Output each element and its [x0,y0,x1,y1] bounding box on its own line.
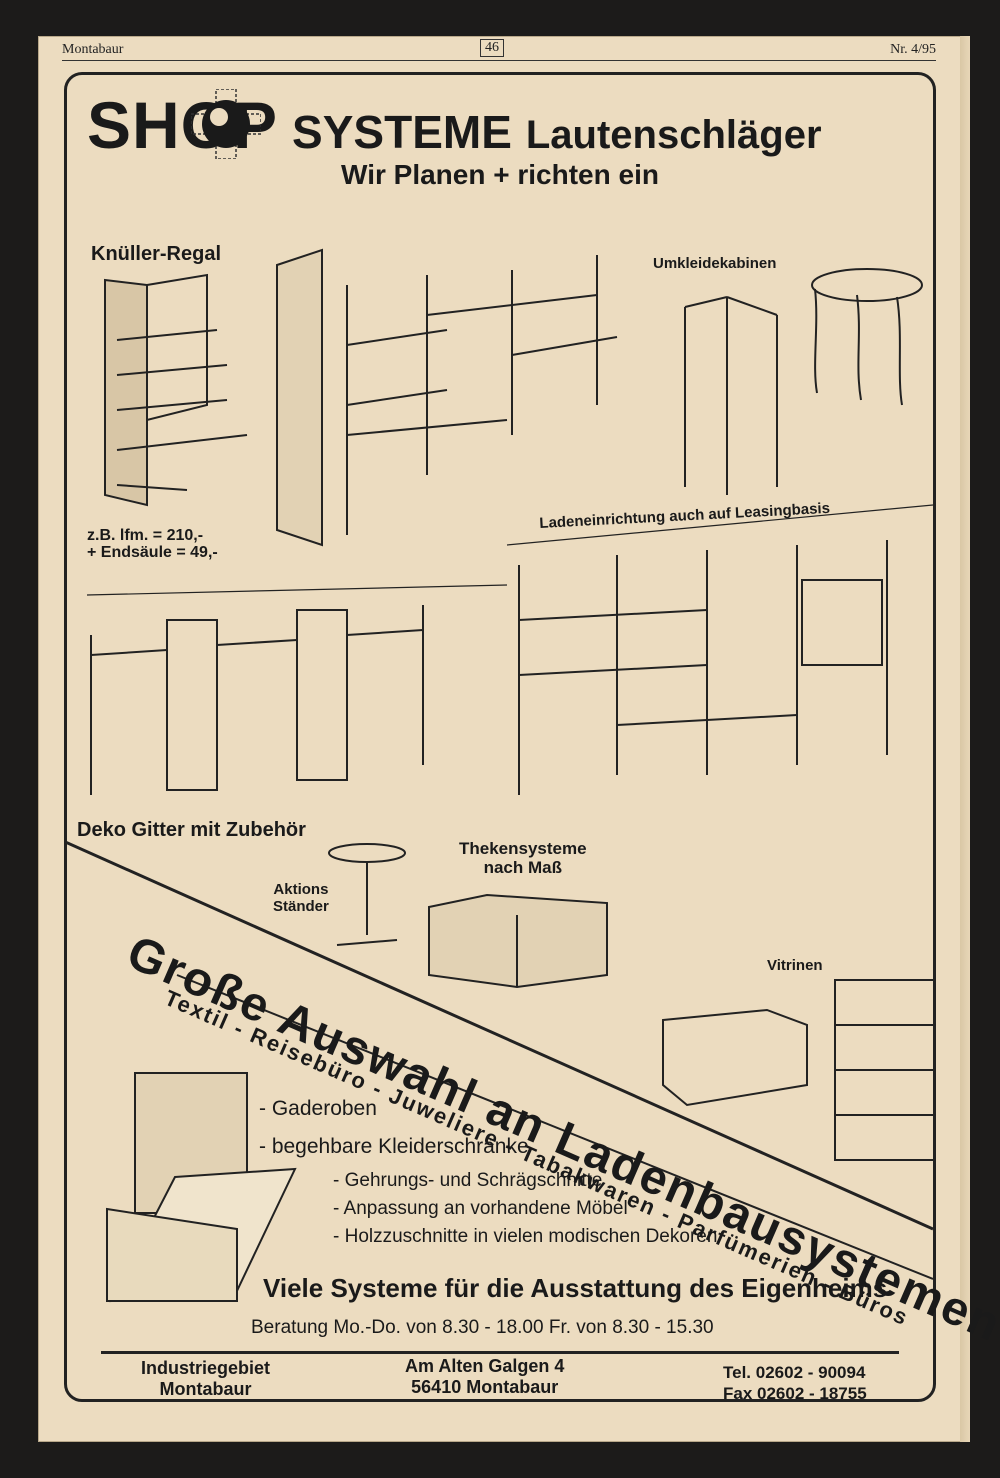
banner-diagonal-bottom [176,974,933,1280]
page-number: 46 [480,39,504,57]
page-edge [960,36,970,1442]
contact-footer: Industriegebiet Montabaur Am Alten Galge… [101,1351,899,1403]
area-line-2: Montabaur [159,1379,252,1399]
label-vitrinen: Vitrinen [767,957,823,974]
deko-gitter-illustration [90,605,424,795]
feature-item: - Anpassung an vorhandene Möbel [333,1198,628,1219]
fitting-room-illustration [684,268,923,495]
shelf-illustration [104,273,248,507]
slogan: Viele Systeme für die Ausstattung des Ei… [263,1273,888,1303]
price-line-2: + Endsäule = 49,- [87,544,218,561]
city: 56410 Montabaur [411,1377,559,1397]
tagline: Wir Planen + richten ein [341,159,659,190]
theken-line-1: Thekensysteme [459,839,587,858]
vitrine-illustration [662,979,933,1161]
feature-item: - Gaderoben [259,1097,377,1120]
price-info: z.B. lfm. = 210,- + Endsäule = 49,- [87,527,218,561]
banner-diagonal-top [67,841,933,1231]
feature-list-extra: - Gehrungs- und Schrägschnitte - Anpassu… [333,1167,717,1251]
price-line-1: z.B. lfm. = 210,- [87,527,204,544]
brand-name: Lautenschläger [525,113,822,157]
furniture-illustrations [86,248,933,795]
feature-item: - Gehrungs- und Schrägschnitte [333,1170,603,1191]
header-rule [62,60,936,61]
label-thekensysteme: Thekensysteme nach Maß [459,839,587,877]
wood-panels-illustration [106,1072,297,1303]
wall-shelving-illustration [518,540,888,795]
fax-number: Fax 02602 - 18755 [723,1384,867,1403]
crosshair-ball-logo [191,89,261,159]
theken-line-2: nach Maß [483,858,562,877]
feature-item: - Holzzuschnitte in vielen modischen Dek… [333,1226,718,1247]
footer-area: Industriegebiet Montabaur [141,1358,270,1400]
header-issue: Nr. 4/95 [890,42,936,57]
header-place: Montabaur [62,42,124,57]
feature-item: - begehbare Kleiderschränke [259,1135,529,1158]
brand-systeme: SYSTEME [292,106,512,158]
label-knueller-regal: Knüller-Regal [91,243,222,265]
area-line-1: Industriegebiet [141,1358,271,1378]
label-umkleidekabinen: Umkleidekabinen [653,255,777,272]
footer-address: Am Alten Galgen 4 56410 Montabaur [405,1356,564,1398]
street: Am Alten Galgen 4 [405,1356,565,1376]
lower-illustrations [67,841,933,1303]
label-aktions-staender: Aktions Ständer [273,881,329,915]
page-header: Montabaur 46 Nr. 4/95 [62,39,936,64]
divider-line [86,584,508,596]
aktions-line-1: Aktions [273,881,329,898]
phone-number: Tel. 02602 - 90094 [723,1363,866,1382]
divider-line-2 [506,504,933,546]
theke-illustration [428,893,608,989]
opening-hours: Beratung Mo.-Do. von 8.30 - 18.00 Fr. vo… [251,1317,714,1338]
aktions-staender-illustration [328,843,406,946]
clothing-rack-illustration [276,248,618,547]
label-deko-gitter: Deko Gitter mit Zubehör [77,819,306,841]
footer-phone: Tel. 02602 - 90094 Fax 02602 - 18755 [723,1362,867,1404]
aktions-line-2: Ständer [273,898,329,915]
